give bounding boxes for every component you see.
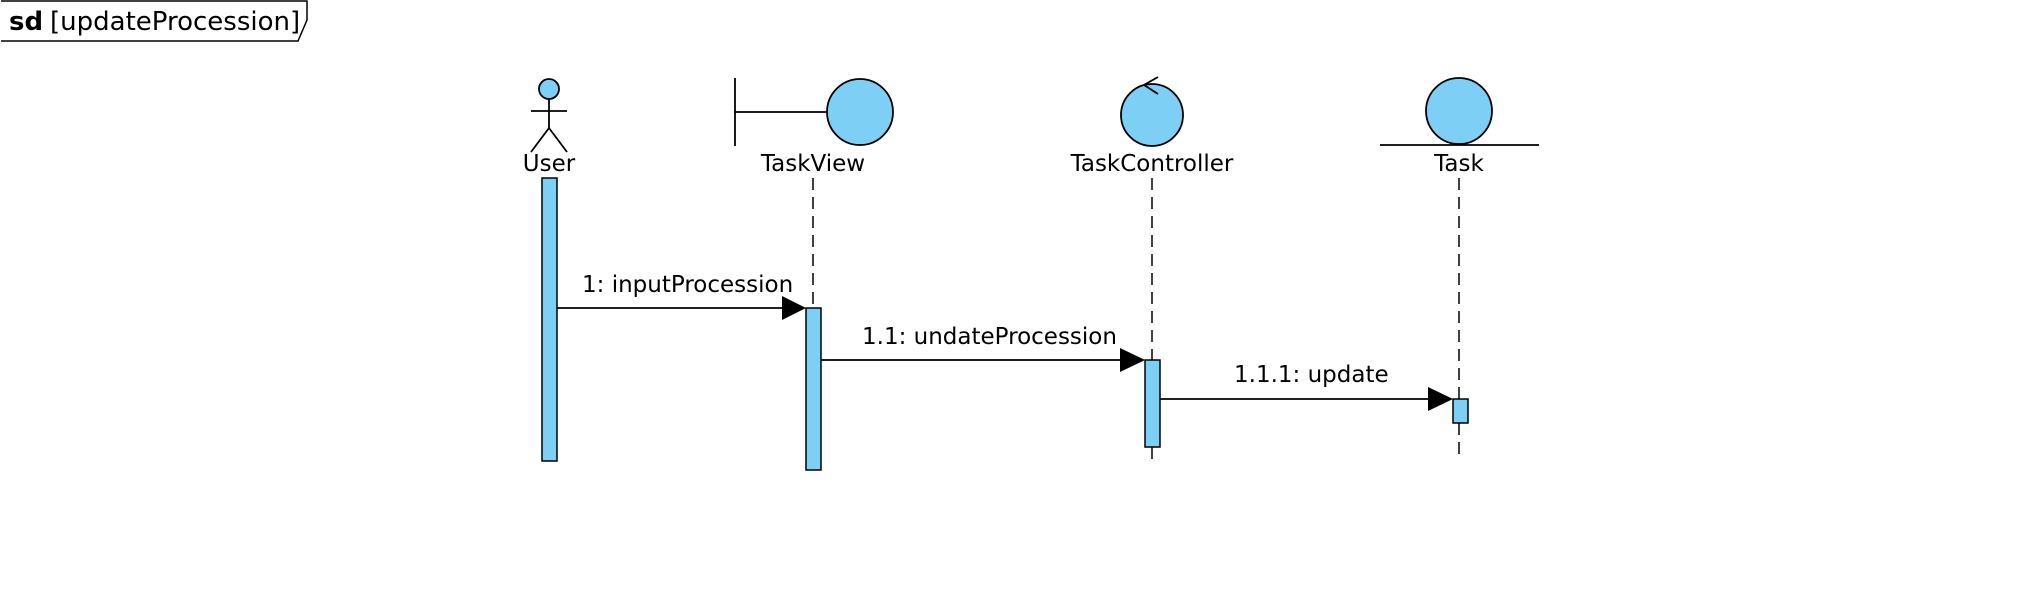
control-icon [1120,76,1184,147]
arrowhead-icon [782,296,806,320]
lifeline-taskview: TaskView [734,78,894,471]
message-3: 1.1.1: update [1160,362,1453,411]
boundary-icon [734,78,894,146]
lifeline-name-taskview: TaskView [760,151,865,177]
message-label: 1.1: undateProcession [862,324,1117,350]
arrowhead-icon [1120,348,1145,372]
message-1: 1: inputProcession [557,272,806,320]
entity-icon [1380,77,1539,146]
lifeline-name-task: Task [1433,151,1484,177]
frame-name: [updateProcession] [50,7,300,37]
frame-keyword: sd [9,7,43,37]
actor-icon [530,78,568,153]
message-2: 1.1: undateProcession [821,324,1145,372]
message-label: 1.1.1: update [1234,362,1389,388]
arrowhead-icon [1428,387,1453,411]
activation-bar-task [1452,398,1469,424]
activation-bar-taskcontroller [1144,359,1161,448]
activation-bar-user [541,177,558,462]
lifeline-name-user: User [523,151,576,177]
message-label: 1: inputProcession [582,272,793,298]
lifeline-task: Task [1380,77,1539,460]
diagram-frame: sd [updateProcession] [1,0,308,42]
lifeline-taskcontroller: TaskController [1070,76,1234,460]
lifeline-name-taskcontroller: TaskController [1070,151,1234,177]
lifeline-user: User [523,78,576,462]
activation-bar-taskview [805,307,822,471]
